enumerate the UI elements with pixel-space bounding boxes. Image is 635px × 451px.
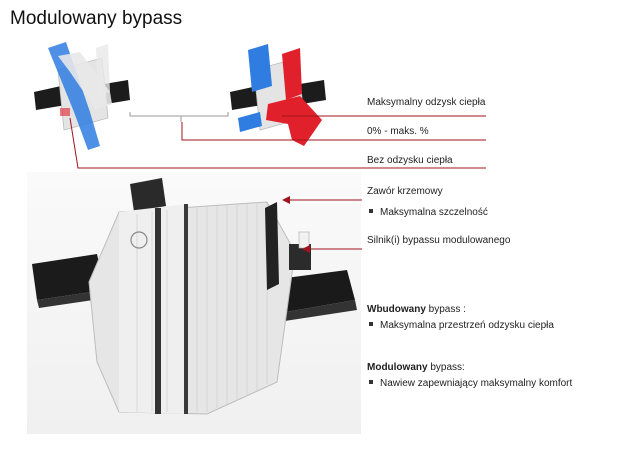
label-no-recovery: Bez odzysku ciepła	[367, 155, 453, 166]
heat-exchanger-photo	[27, 172, 361, 434]
modulated-bypass-heading: Modulowany bypass:	[367, 362, 465, 373]
label-valve: Zawór krzemowy	[367, 186, 443, 197]
bullet-modulated: Nawiew zapewniający maksymalny komfort	[369, 378, 572, 389]
label-motor: Silnik(i) bypassu modulowanego	[367, 235, 511, 246]
bullet-builtin: Maksymalna przestrzeń odzysku ciepła	[369, 320, 554, 331]
heat-exchanger-illustration	[32, 178, 357, 415]
label-max-recovery: Maksymalny odzysk ciepła	[367, 97, 486, 108]
bullet-valve: Maksymalna szczelność	[369, 207, 488, 218]
builtin-bypass-heading: Wbudowany bypass :	[367, 304, 466, 315]
label-range: 0% - maks. %	[367, 126, 429, 137]
page-title: Modulowany bypass	[10, 8, 183, 29]
